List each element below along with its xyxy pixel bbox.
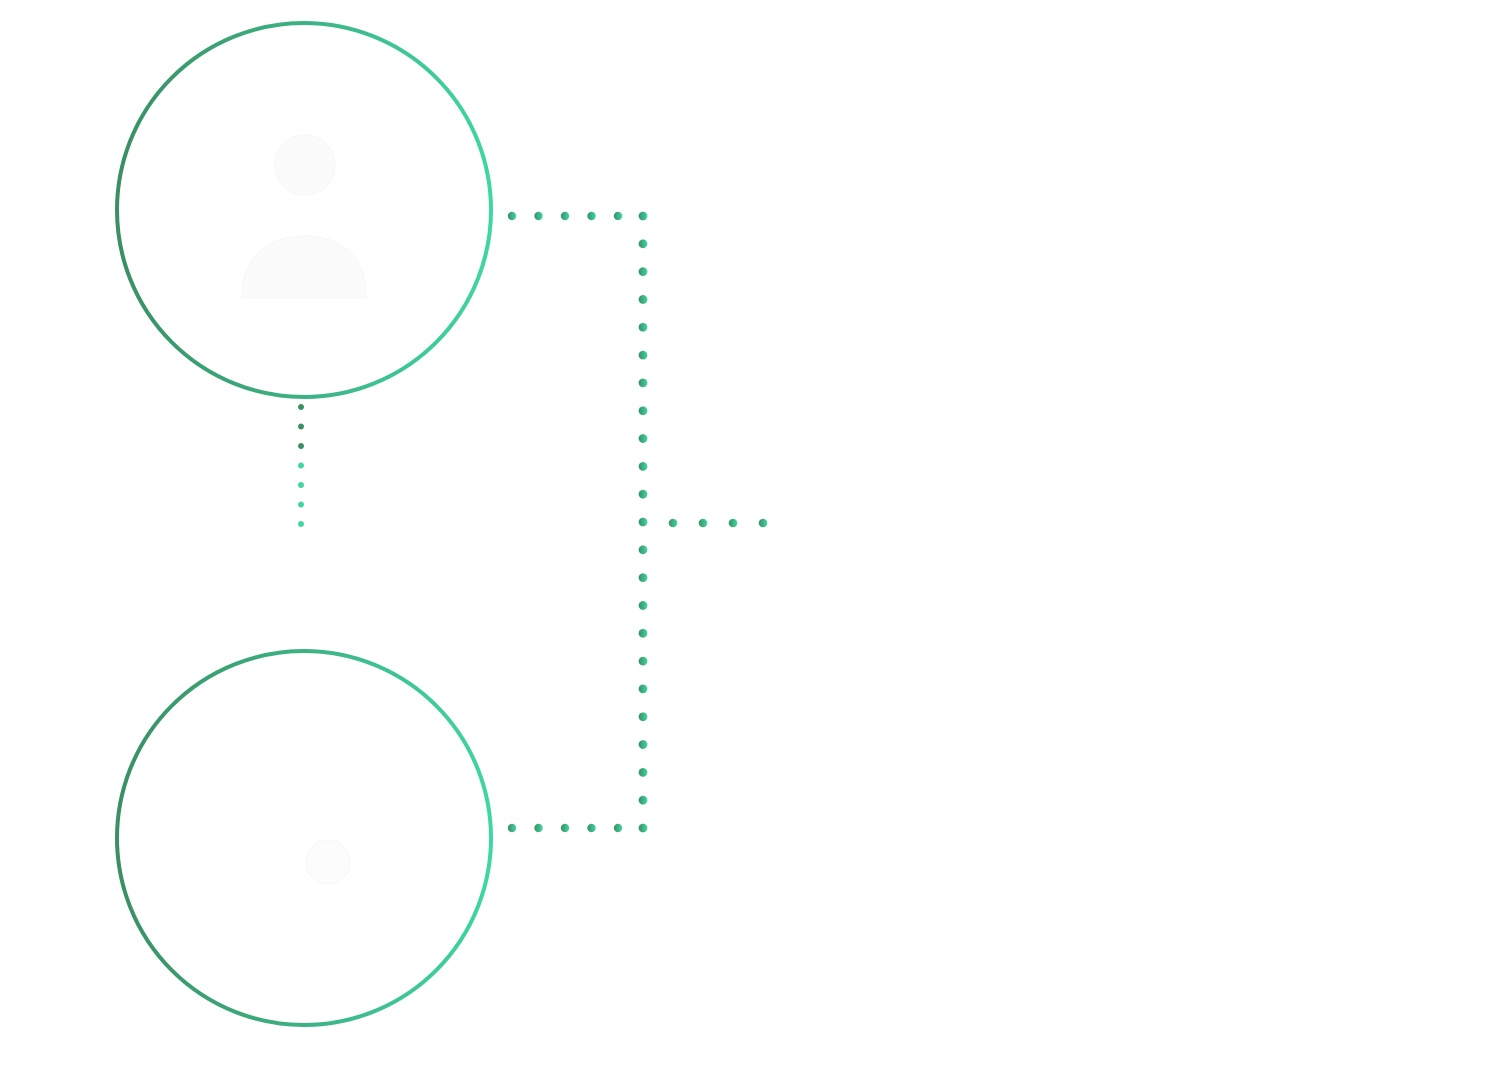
user-icon [305, 839, 351, 885]
connector-dot [638, 267, 648, 277]
connector-dot [560, 823, 570, 833]
connector-dot [298, 501, 304, 508]
connector-dot [638, 211, 648, 221]
connector-dot [613, 823, 623, 833]
connector-dot [698, 518, 708, 528]
connector-dot [298, 423, 304, 430]
connector-dot [638, 461, 648, 471]
connector-dot [638, 656, 648, 666]
connector-dot [668, 518, 678, 528]
connector-dot [507, 211, 517, 221]
connector-dot [638, 378, 648, 388]
connector-dot [587, 823, 596, 833]
connector-dot [534, 211, 543, 221]
top-node-ring [115, 21, 493, 399]
connector-dot [638, 601, 648, 610]
bottom-branch [507, 823, 623, 833]
connector-dot [638, 795, 648, 805]
connector-dot [638, 350, 648, 360]
connector-dot [728, 518, 738, 528]
connector-dot [638, 573, 648, 583]
bottom-node-ring [115, 649, 493, 1027]
top-node [115, 21, 493, 399]
connector-dot [298, 443, 304, 449]
connector-dot [758, 518, 768, 528]
connector-dot [534, 823, 543, 833]
spine [638, 211, 648, 833]
connector-dot [638, 740, 648, 749]
user-icon [241, 134, 367, 299]
connector-dot [638, 767, 648, 777]
connector-dot [638, 712, 648, 722]
connector-dot [638, 322, 648, 332]
top-branch [507, 211, 623, 221]
connector-dot [638, 239, 648, 249]
top-node-stem [298, 404, 304, 527]
bottom-node [115, 649, 493, 1027]
connector-dot [638, 545, 648, 555]
connector-dot [638, 628, 648, 638]
connector-dot [298, 482, 304, 488]
connector-dot [507, 823, 517, 833]
connector-dot [613, 211, 623, 221]
connector-dot [298, 521, 304, 527]
connector-dot [638, 295, 648, 304]
connector-dot [560, 211, 570, 221]
connector-dot [638, 434, 648, 443]
output-stub [668, 518, 768, 528]
connector-dot [638, 517, 648, 527]
connector-dot [638, 823, 648, 833]
connector-dot [638, 406, 648, 416]
connector-dot [298, 462, 304, 469]
connector-dot [298, 404, 304, 410]
connector-dot [638, 489, 648, 499]
connector-dot [638, 684, 648, 694]
connector-dot [587, 211, 596, 221]
